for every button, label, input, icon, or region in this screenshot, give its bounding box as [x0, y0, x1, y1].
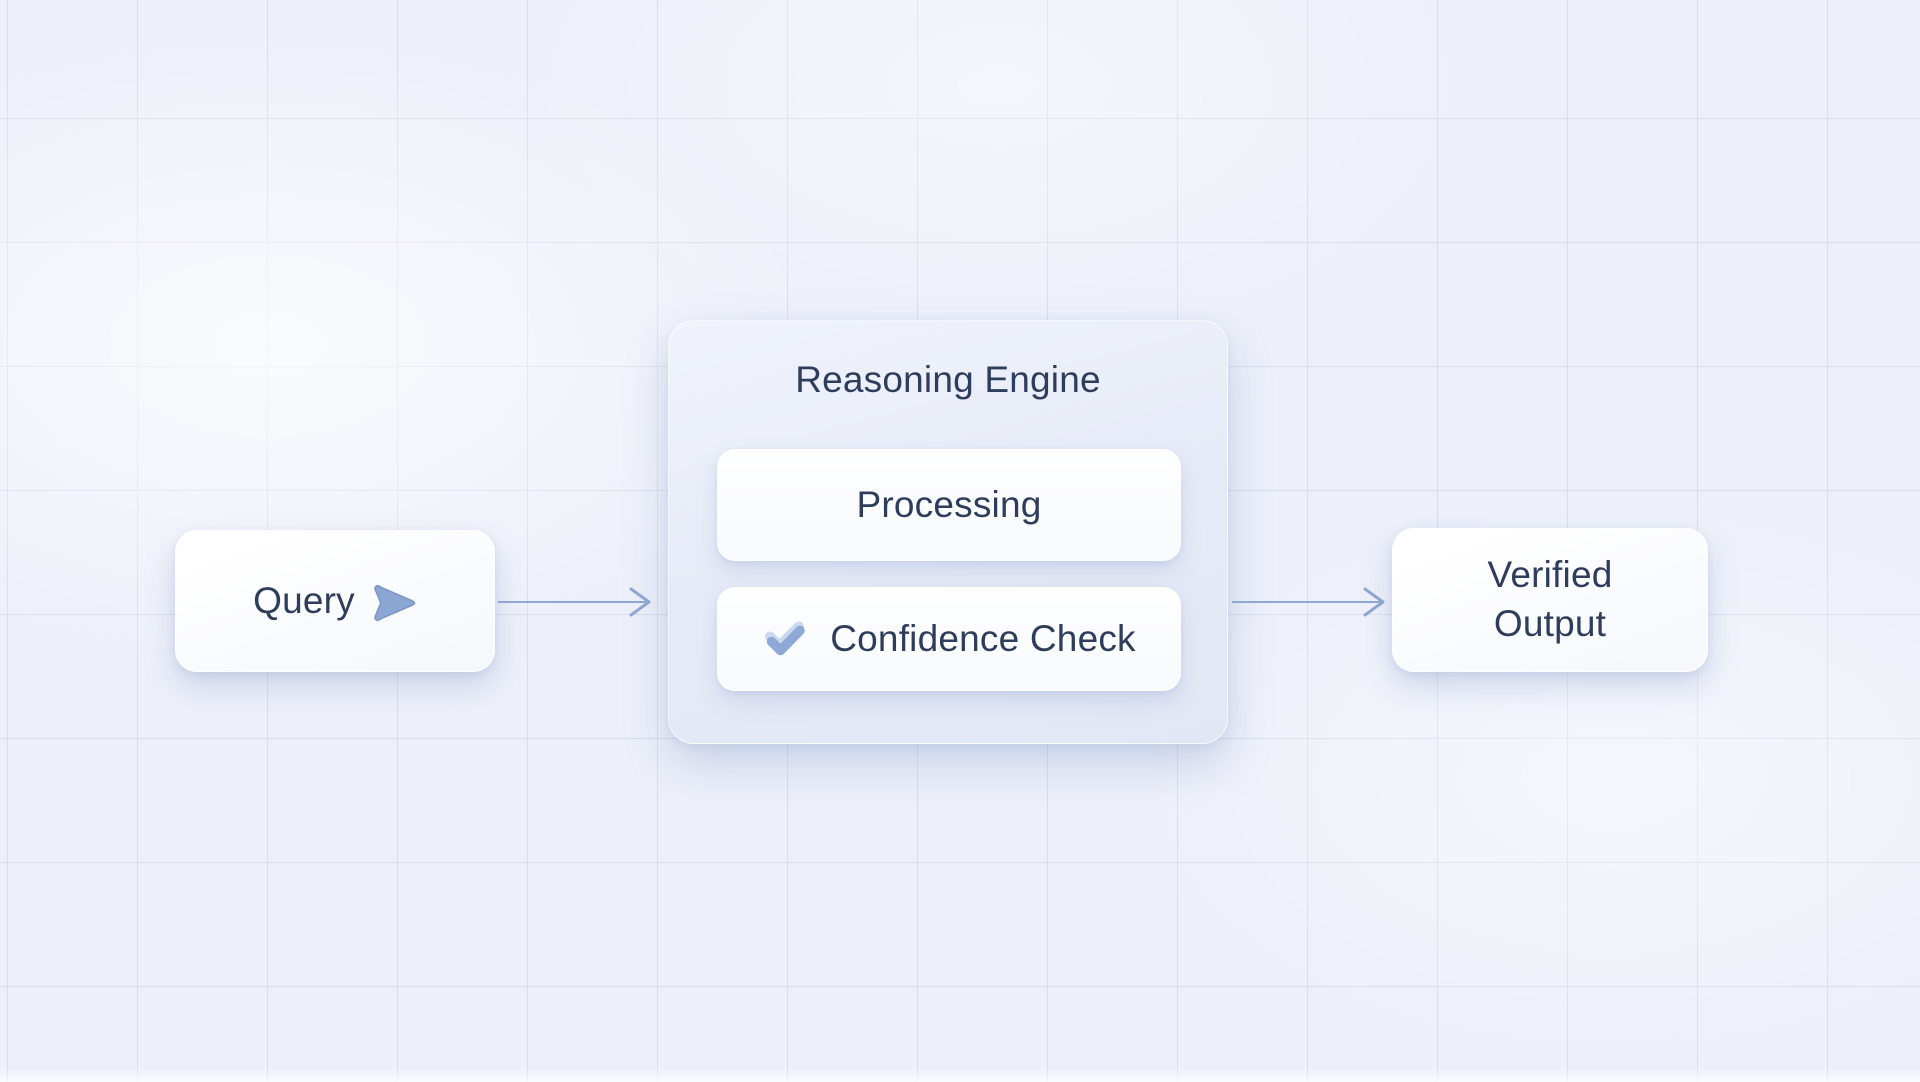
node-query: Query — [175, 530, 495, 672]
node-processing: Processing — [717, 449, 1181, 561]
processing-label: Processing — [856, 484, 1042, 525]
node-confidence-check: Confidence Check — [717, 587, 1181, 691]
arrow-query-to-engine — [498, 587, 651, 617]
node-reasoning-engine: Reasoning Engine Processing Confidence C… — [668, 320, 1228, 744]
arrow-engine-to-output — [1232, 587, 1385, 617]
query-label: Query — [253, 580, 355, 621]
check-icon — [765, 621, 805, 656]
node-verified-output: Verified Output — [1392, 528, 1708, 672]
play-arrow-icon — [374, 584, 416, 622]
confidence-check-label: Confidence Check — [830, 618, 1136, 659]
verified-output-label: Verified Output — [1487, 554, 1613, 644]
engine-title: Reasoning Engine — [795, 359, 1101, 400]
